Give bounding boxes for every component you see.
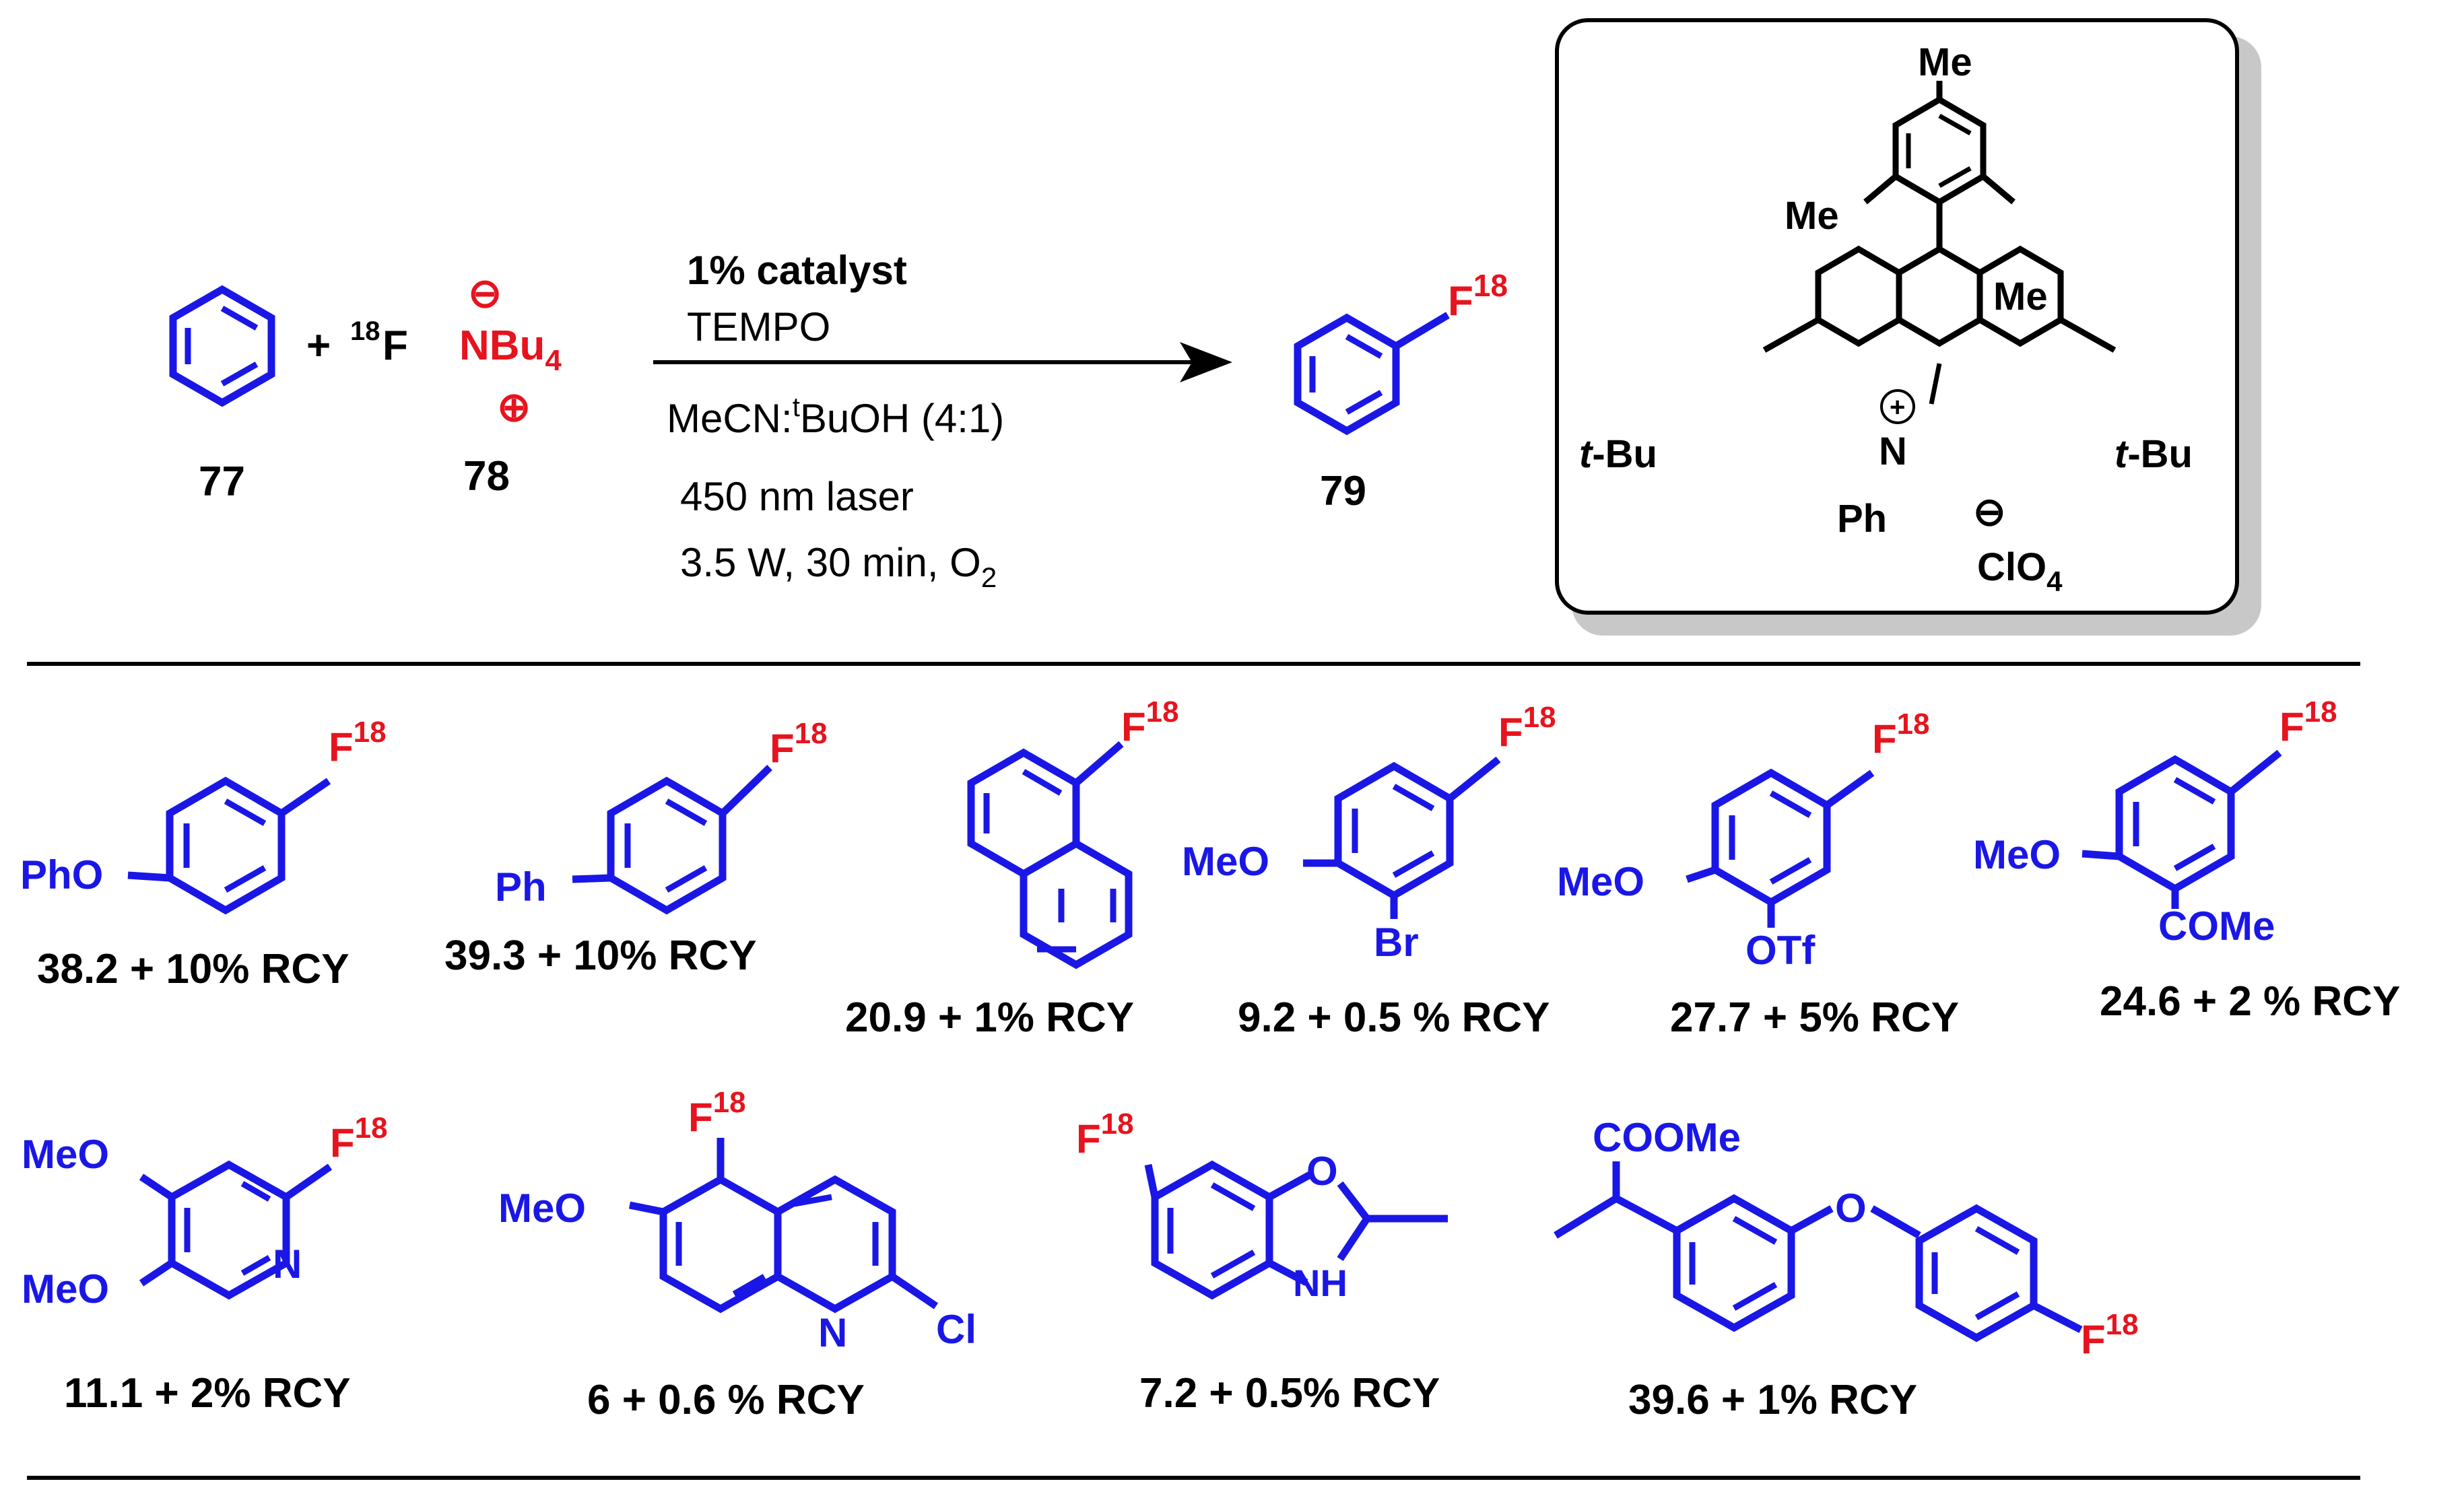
label-78: 78 (463, 453, 510, 500)
catalyst-tbu-right: t-Bu (2115, 432, 2193, 476)
nbu4: NBu4 (459, 322, 562, 377)
condition-time: 3.5 W, 30 min, O2 (680, 540, 997, 593)
product-2-structure (572, 765, 772, 915)
catalyst-n: N (1879, 430, 1907, 473)
product-1-yield: 38.2 + 10% RCY (37, 946, 349, 992)
product-8-f18: F18 (688, 1086, 746, 1140)
product-8-hetero: N (818, 1310, 847, 1355)
condition-laser: 450 nm laser (680, 474, 914, 519)
product-7-subst2: MeO (22, 1266, 109, 1312)
condition-catalyst: 1% catalyst (687, 248, 907, 293)
product-9-structure (1144, 1160, 1448, 1300)
fluorobenzene-79 (1294, 312, 1450, 436)
product-10-subst: COOMe (1593, 1115, 1741, 1160)
product-5-f18: F18 (1872, 708, 1930, 761)
f18-mass: 18 (350, 316, 380, 346)
product-7-yield: 11.1 + 2% RCY (64, 1370, 351, 1417)
catalyst-me-top: Me (1918, 40, 1972, 84)
product-6-yield: 24.6 + 2 % RCY (2100, 978, 2400, 1025)
product-6-f18: F18 (2279, 695, 2337, 749)
catalyst-tbu-left: t-Bu (1579, 432, 1657, 476)
product-4-subst2: Br (1374, 920, 1419, 965)
product-6-structure (2082, 749, 2282, 909)
product-9-f18: F18 (1076, 1108, 1134, 1161)
product-9-yield: 7.2 + 0.5% RCY (1139, 1370, 1440, 1417)
product-7-subst: MeO (22, 1132, 109, 1177)
product-4-f18: F18 (1498, 701, 1556, 755)
f18-product: F18 (1448, 268, 1508, 325)
benzene-77 (169, 285, 275, 407)
product-6-subst: MeO (1973, 832, 2061, 877)
product-3-structure (967, 741, 1133, 969)
product-1-f18: F18 (329, 716, 387, 770)
nbu4-minus: ⊖ (468, 271, 502, 316)
product-6-subst2: COMe (2158, 904, 2275, 949)
catalyst-ph: Ph (1837, 497, 1887, 541)
product-7-structure (139, 1160, 333, 1300)
product-1-structure (127, 776, 331, 915)
catalyst-anion-minus: ⊖ (1973, 490, 2006, 534)
product-4-subst: MeO (1182, 839, 1269, 884)
product-3-yield: 20.9 + 1% RCY (845, 994, 1134, 1041)
product-5-subst: MeO (1557, 859, 1644, 904)
nbu4-plus: ⊕ (497, 384, 531, 430)
catalyst-me-left: Me (1785, 194, 1839, 238)
product-5-subst2: OTf (1745, 928, 1816, 973)
product-10-structure (1554, 1161, 2083, 1342)
product-1-subst: PhO (20, 852, 103, 897)
product-10-f18: F18 (2081, 1308, 2139, 1362)
catalyst-me-right: Me (1993, 275, 2048, 318)
product-10-yield: 39.6 + 1% RCY (1628, 1377, 1917, 1423)
condition-tempo: TEMPO (687, 304, 830, 349)
product-2-subst: Ph (495, 864, 547, 910)
catalyst-n-plus: + (1890, 393, 1905, 422)
n-charge-circle (1880, 389, 1915, 424)
product-8-subst2: Cl (936, 1307, 976, 1352)
plus-sign: + (306, 322, 331, 369)
product-4-structure (1303, 756, 1501, 919)
product-5-structure (1686, 768, 1875, 928)
product-7-hetero: N (273, 1241, 302, 1287)
product-2-yield: 39.3 + 10% RCY (444, 932, 757, 979)
catalyst-box (1555, 18, 2261, 636)
reaction-arrow (1180, 342, 1232, 382)
product-4-yield: 9.2 + 0.5 % RCY (1238, 994, 1550, 1041)
product-2-f18: F18 (770, 717, 828, 771)
condition-solvent: MeCN:tBuOH (4:1) (667, 393, 1004, 441)
product-9-hetero2: NH (1293, 1262, 1347, 1304)
label-79: 79 (1320, 468, 1366, 514)
product-5-yield: 27.7 + 5% RCY (1670, 994, 1959, 1041)
product-9-hetero: O (1306, 1149, 1338, 1194)
product-3-f18: F18 (1121, 695, 1179, 749)
product-10-hetero: O (1835, 1186, 1867, 1231)
product-8-yield: 6 + 0.6 % RCY (587, 1377, 865, 1423)
label-77: 77 (199, 458, 245, 505)
product-8-subst: MeO (498, 1186, 586, 1231)
f-reagent: F (382, 322, 408, 369)
catalyst-clo4: ClO4 (1977, 545, 2063, 597)
product-8-structure (628, 1138, 939, 1314)
product-7-f18: F18 (330, 1112, 388, 1165)
